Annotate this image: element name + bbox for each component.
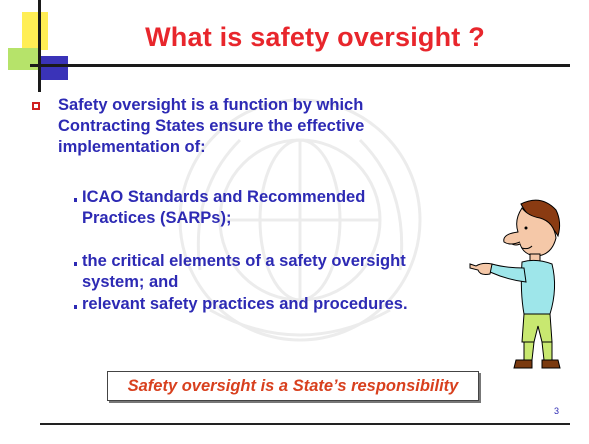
dash-bullet-icon — [74, 305, 77, 309]
icao-emblem-watermark — [178, 98, 422, 342]
decorative-yellow-block — [22, 12, 48, 50]
callout-box: Safety oversight is a State’s responsibi… — [107, 371, 479, 401]
cartoon-man-pointing-icon — [469, 199, 561, 369]
footer-rule — [40, 423, 570, 425]
title-underline-rule — [30, 64, 570, 67]
hollow-square-bullet-icon — [32, 102, 40, 110]
dash-bullet-icon — [74, 262, 77, 266]
callout-text: Safety oversight is a State’s responsibi… — [127, 376, 459, 395]
decorative-blue-block — [40, 56, 68, 80]
sub-item-critical-elements: the critical elements of a safety oversi… — [74, 251, 422, 293]
sub-item-text: ICAO Standards and Recommended Practices… — [82, 188, 366, 227]
page-number: 3 — [554, 406, 560, 416]
decorative-vertical-rule — [38, 0, 41, 92]
intro-paragraph: Safety oversight is a function by which … — [58, 96, 365, 156]
sub-item-practices: relevant safety practices and procedures… — [74, 294, 422, 315]
sub-item-sarps: ICAO Standards and Recommended Practices… — [74, 187, 422, 229]
slide-title: What is safety oversight ? — [145, 22, 485, 52]
sub-item-text: relevant safety practices and procedures… — [82, 295, 408, 313]
sub-item-text: the critical elements of a safety oversi… — [82, 252, 406, 291]
dash-bullet-icon — [74, 198, 77, 202]
